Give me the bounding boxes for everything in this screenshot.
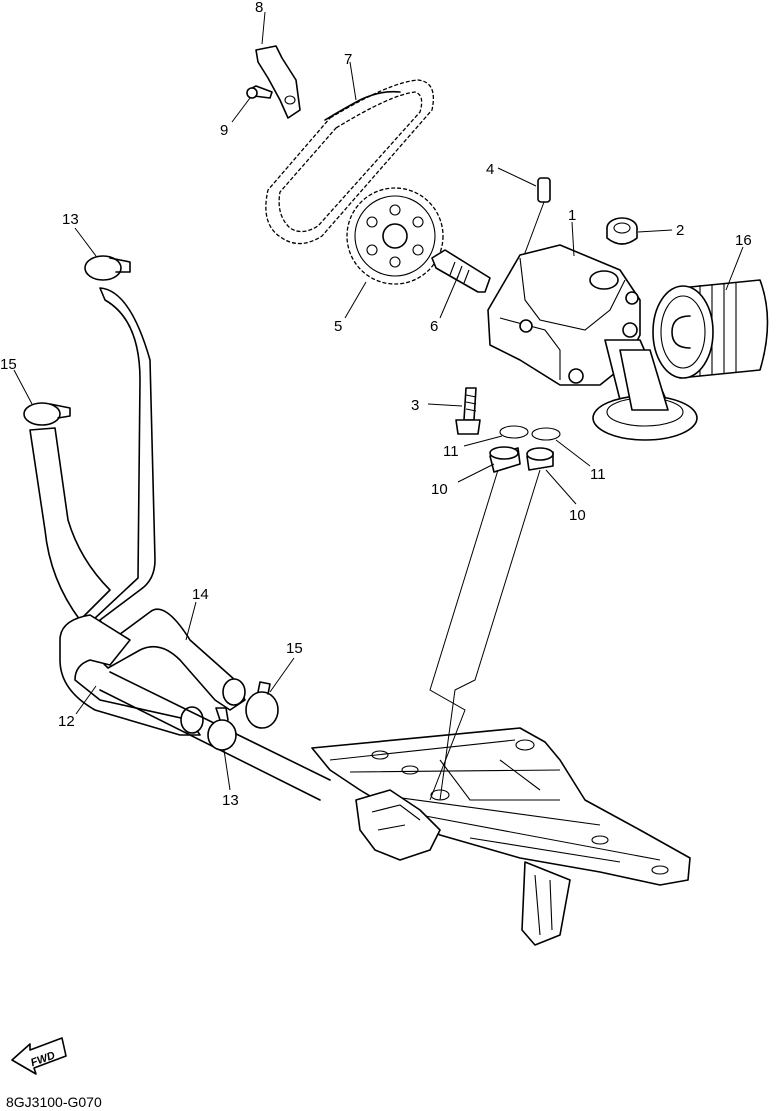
pump-shaft bbox=[431, 249, 491, 293]
drive-chain bbox=[265, 79, 435, 245]
callout-11-left: 11 bbox=[443, 443, 459, 460]
callout-8: 8 bbox=[255, 0, 263, 16]
callout-4: 4 bbox=[486, 161, 494, 178]
callout-14: 14 bbox=[192, 586, 209, 603]
o-rings-and-collars bbox=[429, 425, 561, 801]
callout-1: 1 bbox=[568, 207, 576, 224]
fwd-arrow-icon: FWD bbox=[11, 1037, 67, 1075]
callout-5: 5 bbox=[334, 318, 342, 335]
callout-13-top: 13 bbox=[62, 211, 79, 228]
drawing-code: 8GJ3100-G070 bbox=[6, 1094, 102, 1110]
callout-10-left: 10 bbox=[431, 481, 448, 498]
callout-15-left: 15 bbox=[0, 356, 17, 373]
chain-guide bbox=[246, 45, 301, 119]
callout-12: 12 bbox=[58, 713, 75, 730]
callout-3: 3 bbox=[411, 397, 419, 414]
callout-leaders bbox=[13, 11, 744, 791]
callout-9: 9 bbox=[220, 122, 228, 139]
oil-filter bbox=[652, 279, 769, 379]
pump-bolt bbox=[455, 387, 481, 435]
callout-10-right: 10 bbox=[569, 507, 586, 524]
callout-11-right: 11 bbox=[590, 466, 606, 483]
hose-clamps bbox=[23, 255, 279, 751]
oil-pan bbox=[311, 727, 691, 946]
callout-16: 16 bbox=[735, 232, 752, 249]
callout-15-right: 15 bbox=[286, 640, 303, 657]
pump-seal bbox=[606, 217, 638, 245]
hose-assembly bbox=[29, 287, 331, 801]
callout-2: 2 bbox=[676, 222, 684, 239]
oil-pump-sprocket bbox=[346, 187, 444, 285]
callout-labels: 8 7 9 4 1 2 16 13 5 6 15 3 11 11 10 10 1… bbox=[0, 0, 752, 809]
callout-13-bottom: 13 bbox=[222, 792, 239, 809]
callout-6: 6 bbox=[430, 318, 438, 335]
oil-pump-body bbox=[487, 244, 698, 441]
callout-7: 7 bbox=[344, 51, 352, 68]
